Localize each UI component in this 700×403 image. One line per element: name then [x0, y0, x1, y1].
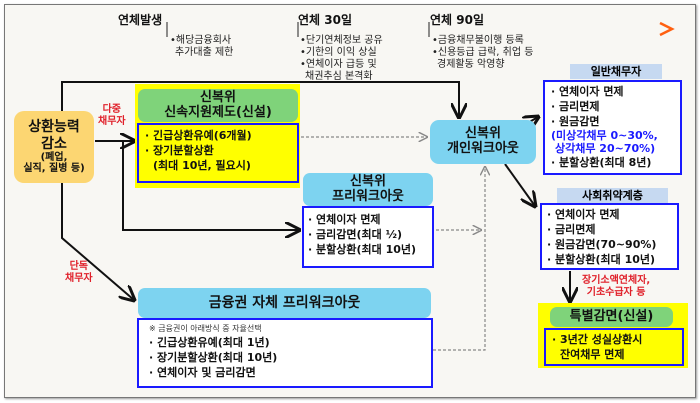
- list-item: · 금리감면(최대 ½): [308, 228, 402, 241]
- prework-list: · 연체이자 면제 · 금리감면(최대 ½) · 분할상환(최대 10년): [302, 206, 434, 268]
- list-item: · 3년간 성실상환시: [552, 333, 643, 346]
- label: 채무자: [65, 273, 93, 284]
- special-relief-list: · 3년간 성실상환시 잔여채무 면제: [544, 328, 684, 366]
- list-item: (최대 10년, 필요시): [153, 159, 251, 172]
- list-item: · 장기분할상환: [145, 144, 214, 157]
- vulnerable-group-list: · 연체이자 면제 · 금리면제 · 원금감면(70~90%) · 분할상환(최…: [540, 203, 679, 270]
- title: 신복위: [465, 126, 501, 142]
- list-item: · 연체이자 면제: [547, 208, 620, 221]
- note: 경제활동 악영향: [437, 59, 505, 70]
- special-relief-header: 특별감면(신설): [550, 307, 673, 327]
- label: 채무자: [98, 116, 126, 127]
- note: •기한의 이익 상실: [300, 47, 377, 58]
- list-item: · 장기분할상환(최대 10년): [149, 351, 278, 364]
- note: ※ 금융권이 아래방식 중 자율선택: [149, 324, 262, 333]
- label: 장기소액연체자,: [582, 275, 651, 286]
- list-item: 잔여채무 면제: [560, 348, 625, 361]
- note: •단기연체정보 공유: [300, 35, 383, 46]
- list-item: · 연체이자 면제: [551, 85, 624, 98]
- stage-label: 연체 30일: [298, 13, 352, 27]
- bank-prework-list: ※ 금융권이 아래방식 중 자율선택 · 긴급상환유예(최대 1년) · 장기분…: [137, 318, 433, 388]
- vulnerable-group-tag: 사회취약계층: [557, 188, 668, 203]
- note: 추가대출 제한: [175, 47, 234, 58]
- note: •해당금융회사: [170, 35, 232, 46]
- stage-notes: •단기연체정보 공유 •기한의 이익 상실 •연체이자 급등 및 채권추심 본격…: [300, 35, 383, 83]
- title: 신복위: [200, 89, 236, 105]
- arrow-to-vulnerable: [504, 163, 535, 206]
- general-debtor-list: · 연체이자 면제 · 금리면제 · 원금감면 (미상각채무 0~30%, 상각…: [543, 80, 682, 175]
- highlight: 상각채무 20~70%): [555, 142, 656, 155]
- subtitle: (폐업,: [40, 151, 68, 163]
- dotted-bank-workout: [433, 167, 485, 351]
- eligibility-note: 장기소액연체자,기초수급자 등: [582, 275, 650, 299]
- label: 다중: [102, 104, 121, 115]
- rapid-support-list: · 긴급상환유예(6개월) · 장기분할상환 (최대 10년, 필요시): [137, 123, 299, 183]
- stage-notes: •해당금융회사 추가대출 제한: [170, 35, 233, 59]
- arrow-to-workout: [61, 81, 459, 117]
- list-item: · 분할상환(최대 8년): [551, 156, 652, 169]
- title: 신속지원제도(신설): [164, 104, 272, 120]
- income-decline-box: 상환능력 감소 (폐업, 실직, 질병 등): [14, 111, 94, 183]
- list-item: · 원금감면: [551, 115, 600, 128]
- list-item: · 연체이자 면제: [308, 213, 381, 226]
- note: •신용등급 급락, 취업 등: [432, 47, 534, 58]
- list-item: · 긴급상환유예(6개월): [145, 129, 252, 142]
- list-item: · 금리면제: [547, 223, 596, 236]
- title: 상환능력: [28, 119, 80, 136]
- bank-prework-header: 금융권 자체 프리워크아웃: [138, 288, 431, 318]
- note: 채권추심 본격화: [305, 71, 373, 82]
- label: 단독: [69, 261, 88, 272]
- list-item: · 연체이자 및 금리감면: [149, 366, 256, 379]
- list-item: · 분할상환(최대 10년): [547, 253, 656, 266]
- stage-notes: •금융채무불이행 등록 •신용등급 급락, 취업 등 경제활동 악영향: [432, 35, 533, 71]
- title: 프리워크아웃: [332, 188, 404, 204]
- list-item: · 원금감면(70~90%): [547, 238, 657, 251]
- list-item: · 금리면제: [551, 100, 600, 113]
- note: •금융채무불이행 등록: [432, 35, 524, 46]
- timeline-arrowhead: [659, 21, 675, 37]
- title: 개인워크아웃: [447, 141, 519, 156]
- title: 감소: [41, 135, 67, 152]
- list-item: · 분할상환(최대 10년): [308, 243, 417, 256]
- title: 금융권 자체 프리워크아웃: [208, 294, 361, 311]
- title: 신복위: [350, 173, 386, 189]
- arrow-to-bank: [61, 183, 134, 300]
- stage-label: 연체발생: [118, 13, 163, 27]
- title: 특별감면(신설): [569, 308, 654, 324]
- list-item: · 긴급상환유예(최대 1년): [149, 336, 270, 349]
- stage-label: 연체 90일: [430, 13, 484, 27]
- label: 기초수급자 등: [586, 287, 646, 298]
- note: •연체이자 급등 및: [300, 59, 377, 70]
- subtitle: 실직, 질병 등): [23, 163, 85, 175]
- general-debtor-tag: 일반채무자: [570, 64, 662, 79]
- arrow-to-prework: [122, 141, 299, 230]
- highlight: (미상각채무 0~30%,: [551, 129, 658, 142]
